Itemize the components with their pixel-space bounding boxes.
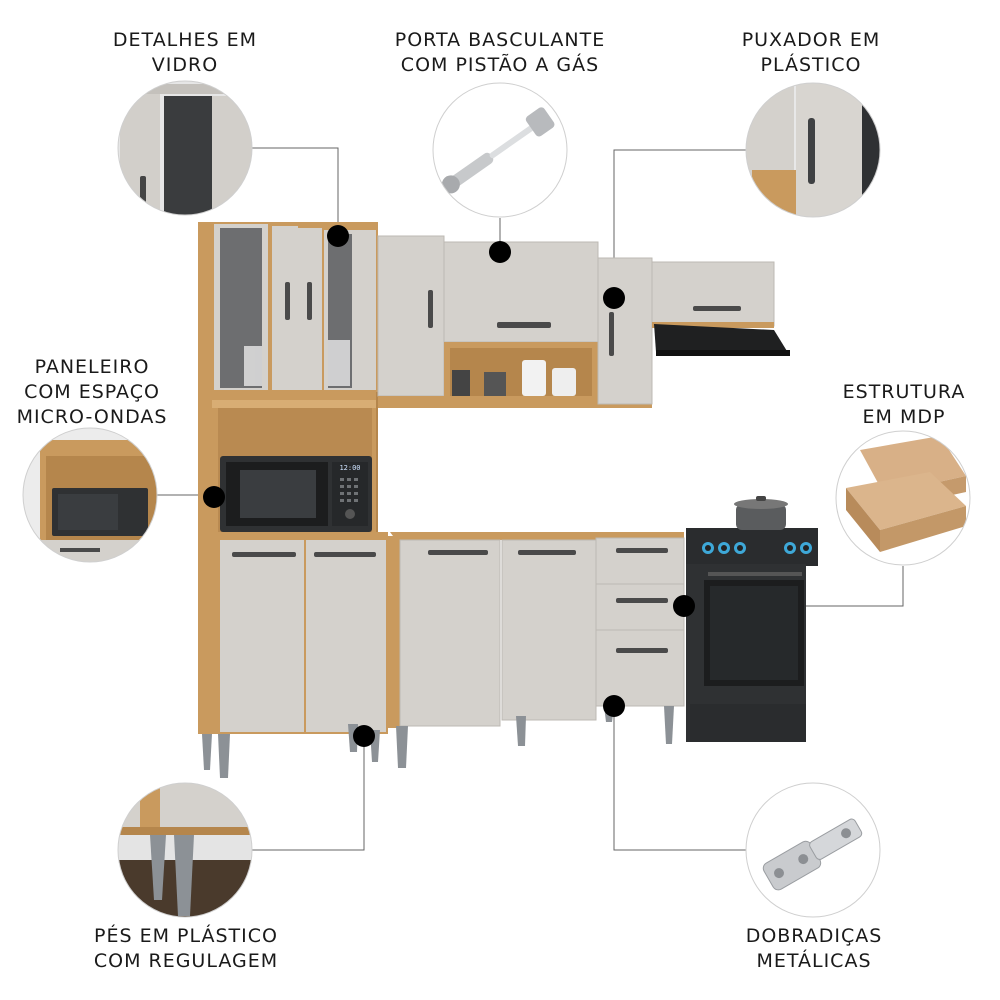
gas-piston-zoom — [432, 82, 568, 218]
upper-wall-cabinets — [377, 235, 775, 408]
feet-dot — [353, 725, 375, 747]
metal-hinge-zoom — [745, 782, 881, 918]
mdp-dot — [673, 595, 695, 617]
range-hood — [654, 324, 790, 356]
tall-pantry-cabinet — [198, 222, 378, 734]
handle-dot — [603, 287, 625, 309]
plastic-feet-zoom — [117, 782, 253, 918]
hinge-dot — [603, 695, 625, 717]
glass-detail-zoom — [117, 80, 253, 216]
microwave-display: 12:00 — [339, 464, 360, 472]
lower-cabinets — [198, 532, 685, 778]
piston-dot — [489, 241, 511, 263]
callout-dots — [203, 225, 695, 747]
glass-dot — [327, 225, 349, 247]
plastic-handle-zoom — [745, 82, 881, 218]
stove — [686, 496, 818, 742]
microwave-space-zoom — [22, 427, 158, 563]
mdp-board-zoom — [835, 430, 971, 566]
microwave-dot — [203, 486, 225, 508]
microwave: 12:00 — [220, 456, 372, 532]
